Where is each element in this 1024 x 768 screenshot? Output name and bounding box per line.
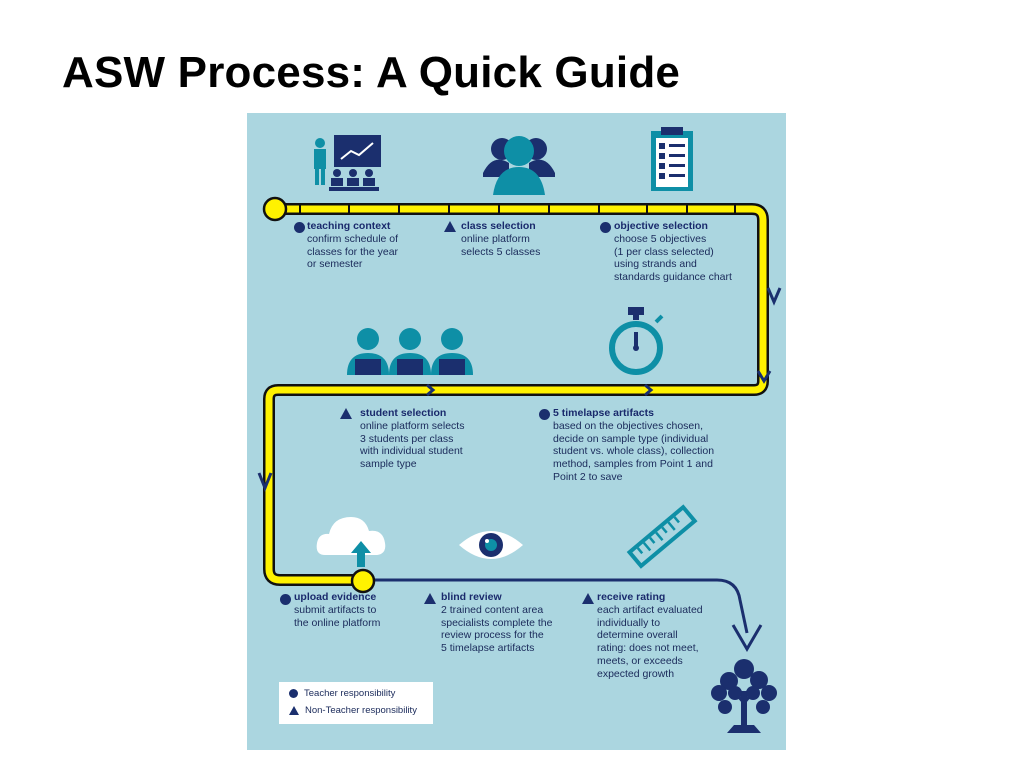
teacher-marker-icon — [294, 222, 305, 233]
step-line: individually to — [597, 616, 661, 629]
non-teacher-marker-icon — [424, 593, 436, 604]
teacher-marker-icon — [539, 409, 550, 420]
step-line: the online platform — [294, 616, 381, 629]
step-heading: teaching context — [307, 220, 391, 232]
step-line: or semester — [307, 258, 363, 271]
legend-teacher-label: Teacher responsibility — [304, 688, 396, 699]
step-line: 3 students per class — [360, 432, 454, 445]
step-objective-selection: objective selection choose 5 objectives … — [614, 220, 764, 284]
step-line: review process for the — [441, 629, 544, 642]
step-line: submit artifacts to — [294, 603, 377, 616]
non-teacher-marker-icon — [444, 221, 456, 232]
legend-non-teacher-label: Non-Teacher responsibility — [305, 705, 417, 716]
step-line: decide on sample type (individual — [553, 432, 709, 445]
step-heading: student selection — [360, 407, 447, 419]
step-line: Point 2 to save — [553, 470, 623, 483]
step-line: online platform — [461, 232, 530, 245]
step-heading: upload evidence — [294, 591, 377, 603]
step-line: based on the objectives chosen, — [553, 419, 704, 432]
step-heading: objective selection — [614, 220, 708, 232]
infographic-panel: teaching context confirm schedule of cla… — [247, 113, 786, 750]
step-line: standards guidance chart — [614, 271, 732, 284]
step-heading: 5 timelapse artifacts — [553, 407, 654, 419]
page-title: ASW Process: A Quick Guide — [62, 48, 681, 97]
tree-icon — [711, 659, 777, 733]
teacher-presentation-icon — [314, 135, 381, 191]
step-line: selects 5 classes — [461, 245, 541, 258]
step-line: method, samples from Point 1 and — [553, 458, 713, 471]
circle-icon — [289, 689, 298, 698]
step-timelapse-artifacts: 5 timelapse artifacts based on the objec… — [553, 407, 753, 484]
step-teaching-context: teaching context confirm schedule of cla… — [307, 220, 427, 271]
step-line: sample type — [360, 458, 417, 471]
non-teacher-marker-icon — [582, 593, 594, 604]
step-line: 5 timelapse artifacts — [441, 642, 535, 655]
legend-non-teacher: Non-Teacher responsibility — [289, 705, 417, 716]
step-line: (1 per class selected) — [614, 245, 714, 258]
step-line: classes for the year — [307, 245, 399, 258]
teacher-marker-icon — [600, 222, 611, 233]
cloud-upload-icon — [316, 517, 386, 567]
step-line: 2 trained content area — [441, 603, 544, 616]
step-line: with individual student — [360, 445, 463, 458]
step-upload-evidence: upload evidence submit artifacts to the … — [294, 591, 414, 629]
process-path — [257, 127, 782, 733]
ruler-icon — [626, 504, 698, 569]
step-line: meets, or exceeds — [597, 654, 683, 667]
step-line: specialists complete the — [441, 616, 553, 629]
step-line: rating: does not meet, — [597, 642, 699, 655]
step-line: choose 5 objectives — [614, 232, 707, 245]
students-icon — [347, 328, 473, 375]
step-blind-review: blind review 2 trained content area spec… — [441, 591, 576, 655]
step-receive-rating: receive rating each artifact evaluated i… — [597, 591, 727, 681]
step-line: expected growth — [597, 667, 675, 680]
step-student-selection: student selection online platform select… — [360, 407, 500, 471]
step-line: determine overall — [597, 629, 678, 642]
step-heading: receive rating — [597, 591, 666, 603]
start-point — [262, 196, 288, 222]
step-line: online platform selects — [360, 419, 465, 432]
end-point — [350, 568, 376, 594]
teacher-marker-icon — [280, 594, 291, 605]
step-line: each artifact evaluated — [597, 603, 703, 616]
step-line: confirm schedule of — [307, 232, 399, 245]
step-heading: blind review — [441, 591, 502, 603]
checklist-icon — [651, 127, 693, 191]
stopwatch-icon — [609, 307, 664, 375]
triangle-icon — [289, 706, 299, 715]
eye-icon — [459, 531, 523, 559]
legend: Teacher responsibility Non-Teacher respo… — [279, 682, 433, 724]
step-class-selection: class selection online platform selects … — [461, 220, 581, 258]
legend-teacher: Teacher responsibility — [289, 688, 395, 699]
step-line: student vs. whole class), collection — [553, 445, 715, 458]
group-icon — [483, 136, 555, 195]
step-heading: class selection — [461, 220, 536, 232]
non-teacher-marker-icon — [340, 408, 352, 419]
step-line: using strands and — [614, 258, 697, 271]
